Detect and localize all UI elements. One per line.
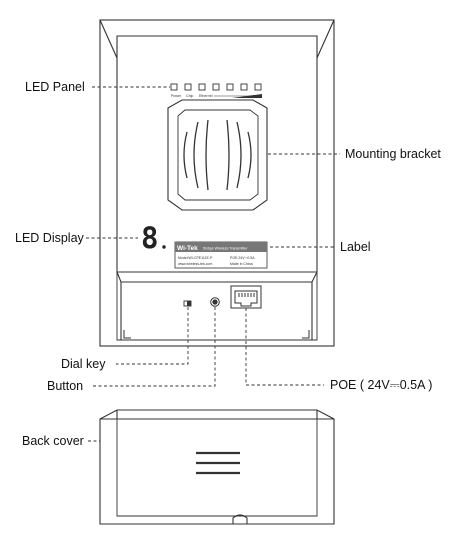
led-panel xyxy=(170,83,262,91)
led-label-ethernet: Ethernet xyxy=(199,94,213,98)
led-label-power: Power xyxy=(171,94,182,98)
poe-port xyxy=(230,285,262,309)
callout-led-display: LED Display xyxy=(15,231,84,245)
label-origin: Made in China xyxy=(230,262,253,266)
callout-back-cover: Back cover xyxy=(22,434,84,448)
leader-dial-key xyxy=(116,307,189,365)
led-display: 8 xyxy=(139,221,167,255)
mounting-bracket xyxy=(167,99,268,211)
label-title: 5Gbps Wireless Transmitter xyxy=(203,247,248,251)
reset-button xyxy=(210,297,220,307)
display-digit: 8 xyxy=(141,221,158,255)
callout-button: Button xyxy=(47,379,84,393)
led-legend: Power Chip Ethernet xyxy=(171,94,262,98)
callout-poe: POE ( 24V⎓0.5A ) xyxy=(330,378,433,392)
led-label-chip: Chip xyxy=(186,94,193,98)
callout-label: Label xyxy=(340,240,371,254)
leader-poe xyxy=(245,308,324,386)
label-brand: Wi-Tek xyxy=(177,245,198,252)
dial-key xyxy=(183,300,192,307)
label-model: Model:WI-CPE111E-P xyxy=(178,256,213,260)
callout-led-panel: LED Panel xyxy=(25,80,85,94)
port-bay xyxy=(116,271,318,340)
label-poe: POE:24V⎓0.5A xyxy=(230,256,255,260)
label-website: www.wireless-tek.com xyxy=(178,262,213,266)
callout-dial-key: Dial key xyxy=(61,357,106,371)
product-label: Wi-Tek 5Gbps Wireless Transmitter Model:… xyxy=(174,241,268,269)
leader-button xyxy=(92,307,216,387)
leader-lines xyxy=(86,86,340,442)
back-cover xyxy=(99,409,335,525)
device-front xyxy=(99,19,335,347)
callout-mounting-bracket: Mounting bracket xyxy=(345,147,441,161)
